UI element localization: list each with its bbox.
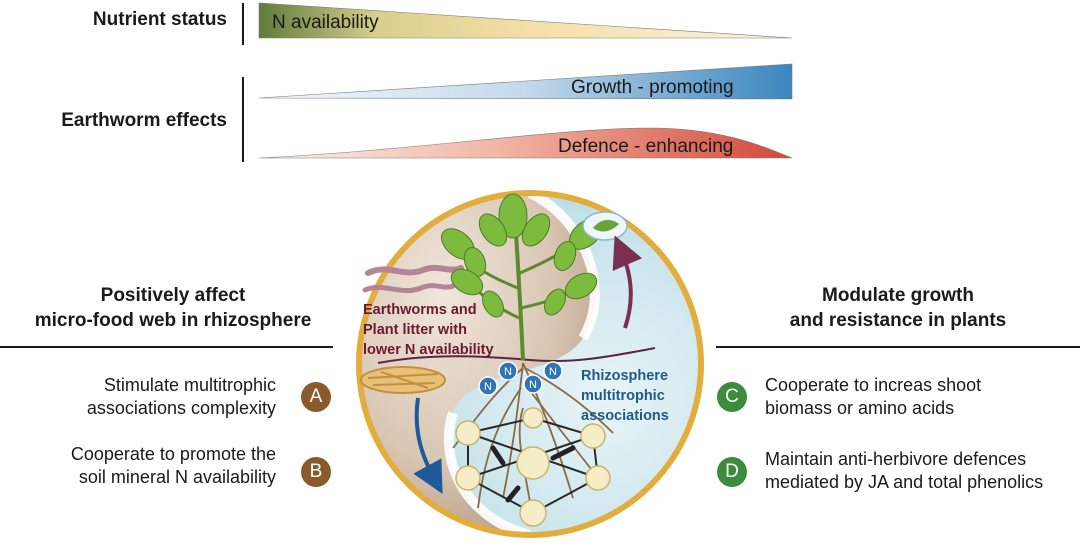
nitrogen-icon-1: N — [478, 376, 498, 396]
list-item-d: Maintain anti-herbivore defences mediate… — [765, 448, 1077, 494]
plant-icon — [441, 193, 603, 361]
item-c-line2: biomass or amino acids — [765, 398, 955, 418]
right-rule — [716, 346, 1080, 348]
earthworm-label-line2: Plant litter with — [363, 322, 467, 338]
nitrogen-icon-3: N — [523, 374, 543, 394]
nitrogen-label-4: N — [549, 366, 557, 378]
item-b-line1: Cooperate to promote the — [70, 444, 276, 464]
growth-promoting-label: Growth - promoting — [571, 77, 734, 98]
soil-zone — [359, 193, 595, 535]
earthworm-litter-label: Earthworms and Plant litter with lower N… — [363, 302, 494, 358]
input-arrow — [413, 397, 443, 495]
left-rule — [0, 346, 333, 348]
soil-surface-line — [377, 347, 656, 364]
left-heading-line2: micro-food web in rhizosphere — [34, 310, 312, 331]
earthworm-label-line1: Earthworms and — [363, 302, 477, 318]
plant-litter-icon — [360, 366, 446, 394]
nitrogen-label-1: N — [484, 381, 492, 393]
nutrient-status-heading: Nutrient status — [92, 9, 227, 30]
list-item-a: Stimulate multitrophic associations comp… — [20, 374, 276, 420]
n-availability-wedge — [258, 2, 793, 39]
right-heading-line2: and resistance in plants — [789, 310, 1007, 331]
defence-enhancing-wedge — [258, 127, 793, 159]
earthworm-divider — [242, 77, 244, 162]
n-availability-label: N availability — [272, 12, 379, 33]
nutrient-divider — [242, 3, 244, 45]
rhizosphere-label: Rhizosphere multitrophic associations — [581, 368, 669, 424]
right-heading-line1: Modulate growth — [822, 285, 974, 306]
uptake-arrow — [612, 235, 643, 329]
nitrogen-icon-2: N — [498, 361, 518, 381]
earthworm-icon — [362, 264, 464, 294]
left-panel-heading: Positively affect micro-food web in rhiz… — [0, 283, 346, 333]
left-heading-line1: Positively affect — [100, 285, 246, 306]
badge-b: B — [301, 457, 331, 487]
item-a-line2: associations complexity — [86, 398, 276, 418]
rhizosphere-label-line2: multitrophic — [581, 388, 665, 404]
list-item-c: Cooperate to increas shoot biomass or am… — [765, 374, 1075, 420]
item-d-line1: Maintain anti-herbivore defences — [765, 449, 1027, 469]
badge-d: D — [717, 457, 747, 487]
gradient-wedges — [258, 2, 793, 159]
list-item-b: Cooperate to promote the soil mineral N … — [20, 443, 276, 489]
badge-a: A — [301, 382, 331, 412]
item-a-line1: Stimulate multitrophic — [103, 375, 276, 395]
leaf-dish-icon — [582, 211, 628, 241]
nitrogen-icons: N N N N — [478, 361, 563, 396]
rhizosphere-illustration: N N N N Earthworms and Plant litter with… — [356, 190, 704, 538]
earthworm-effects-heading: Earthworm effects — [61, 110, 227, 131]
nitrogen-label-2: N — [504, 366, 512, 378]
food-web-network — [455, 407, 611, 527]
rhizosphere-label-line3: associations — [581, 408, 669, 424]
ring-outline — [356, 190, 704, 538]
item-b-line2: soil mineral N availability — [78, 467, 276, 487]
growth-promoting-wedge — [258, 63, 793, 100]
nitrogen-label-3: N — [529, 379, 537, 391]
item-c-line1: Cooperate to increas shoot — [765, 375, 982, 395]
rhizosphere-label-line1: Rhizosphere — [581, 368, 668, 384]
earthworm-label-line3: lower N availability — [363, 342, 494, 358]
nitrogen-icon-4: N — [543, 361, 563, 381]
badge-c: C — [717, 382, 747, 412]
item-d-line2: mediated by JA and total phenolics — [765, 472, 1044, 492]
right-panel-heading: Modulate growth and resistance in plants — [728, 283, 1068, 333]
defence-enhancing-label: Defence - enhancing — [558, 136, 734, 157]
